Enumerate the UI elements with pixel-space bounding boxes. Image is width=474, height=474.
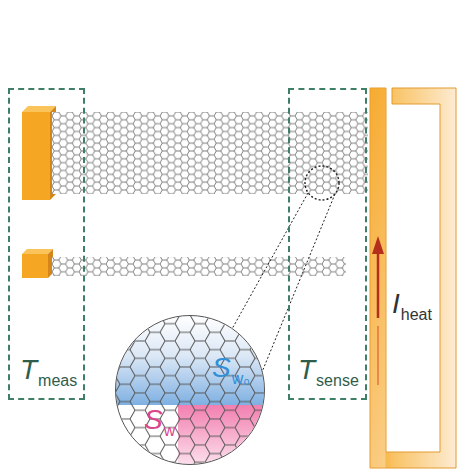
symbol-label: Tmeas	[20, 356, 77, 384]
zoom-circle	[305, 166, 339, 200]
symbol: T	[298, 356, 315, 384]
symbol: S	[212, 354, 231, 382]
current-symbol: I	[392, 290, 400, 318]
wide-ribbon-lattice	[52, 112, 368, 194]
symbol-label: Sw	[144, 406, 175, 434]
heater-strip	[371, 89, 386, 468]
subscript: heat	[401, 307, 432, 323]
magnified-lattice	[115, 315, 268, 467]
zoom-line	[232, 193, 308, 329]
magnifier-circle: Sw₀Sw	[115, 315, 265, 465]
current-arrow	[377, 252, 380, 318]
current-arrowhead	[372, 236, 384, 254]
subscript: sense	[316, 373, 359, 389]
symbol: T	[20, 356, 37, 384]
measure-region: Tmeas	[8, 88, 85, 400]
narrow-ribbon	[52, 257, 346, 276]
heater-strip	[370, 88, 456, 468]
narrow-ribbon-lattice	[52, 257, 346, 276]
sense-region: Tsense	[288, 88, 367, 400]
contact-pad	[22, 249, 53, 278]
wide-ribbon	[52, 112, 368, 194]
symbol-label: Tsense	[298, 356, 359, 384]
subscript: w	[164, 423, 176, 439]
current-line	[377, 326, 379, 385]
symbol-label: Sw₀	[212, 354, 250, 382]
symbol: S	[144, 406, 163, 434]
contact-pad	[22, 106, 56, 200]
subscript: w₀	[232, 371, 250, 387]
subscript: meas	[38, 373, 77, 389]
zoom-line	[262, 194, 335, 372]
current-label: Iheat	[392, 290, 432, 318]
